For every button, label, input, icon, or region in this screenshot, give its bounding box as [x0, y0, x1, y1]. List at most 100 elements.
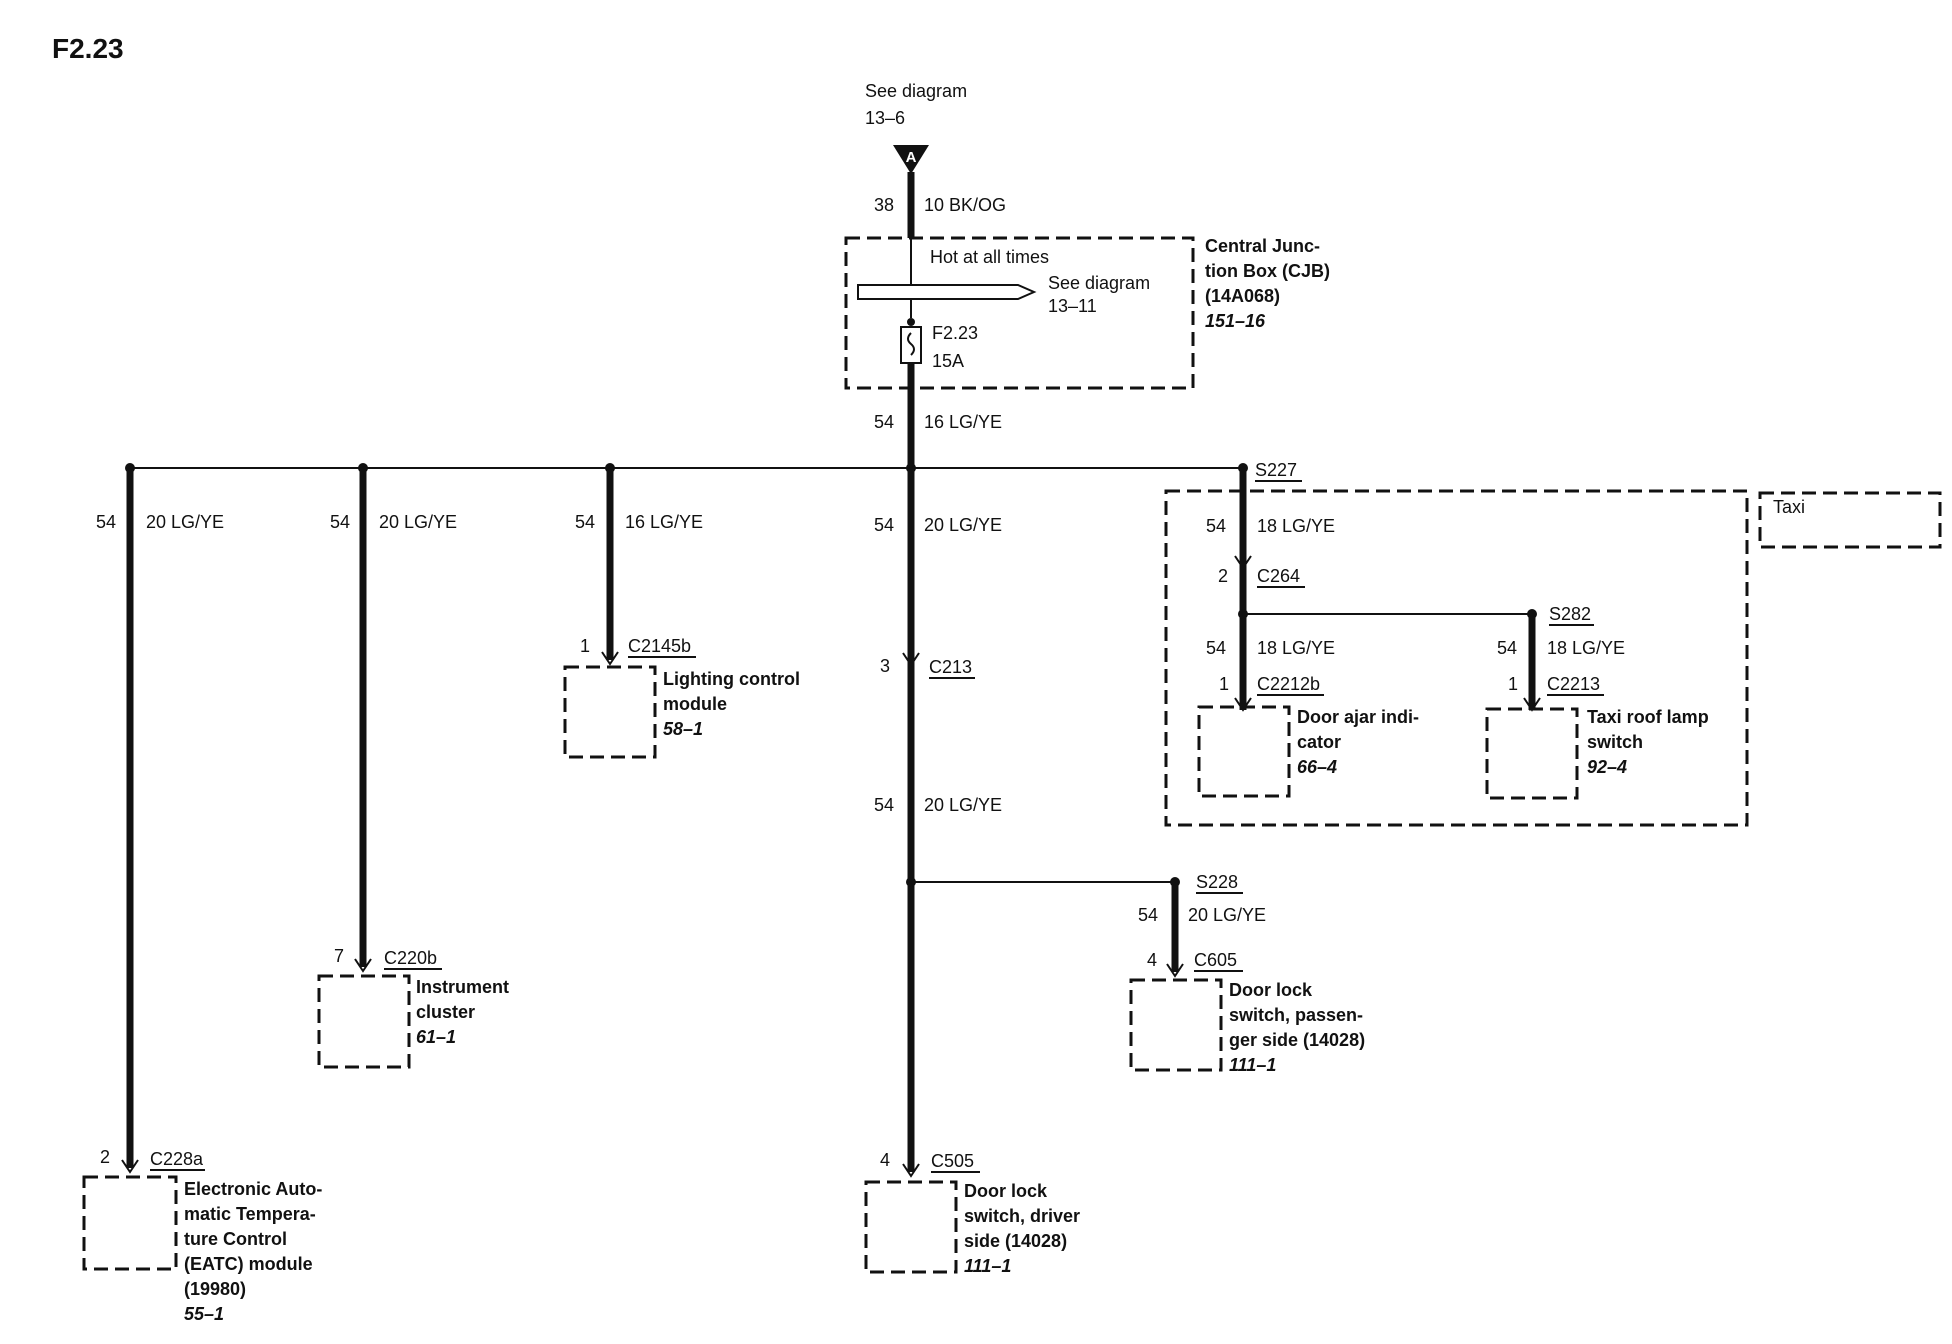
fuse-name: F2.23: [932, 323, 978, 343]
lighting-pin-arrow-icon: [601, 651, 619, 666]
passenger-lock-ref: 111–1: [1229, 1055, 1276, 1075]
roof-pin: 1: [1508, 674, 1518, 694]
main-wire-color: 16 LG/YE: [924, 412, 1002, 432]
roof-connector: C2213: [1547, 674, 1600, 694]
c213-connector: C213: [929, 657, 972, 677]
taxi-legend-box: [1758, 491, 1942, 549]
ajar-name-1: Door ajar indi-: [1297, 707, 1419, 727]
source-see-diagram: See diagram: [865, 81, 967, 101]
driver-lock-name-1: Door lock: [964, 1181, 1048, 1201]
eatc-wire-color: 20 LG/YE: [146, 512, 224, 532]
passenger-door-lock-box: [1129, 978, 1223, 1072]
passenger-lock-name-1: Door lock: [1229, 980, 1313, 1000]
cluster-component-box: [317, 974, 411, 1069]
s227-label: S227: [1255, 460, 1297, 480]
cjb-see-ref: 13–11: [1048, 296, 1097, 316]
roof-name-1: Taxi roof lamp: [1587, 707, 1709, 727]
ajar-connector: C2212b: [1257, 674, 1320, 694]
fuse-element-icon: [907, 332, 915, 356]
diagram-title: F2.23: [52, 33, 124, 64]
feed-circuit: 38: [874, 195, 894, 215]
driver-lock-name-2: switch, driver: [964, 1206, 1080, 1226]
c213-pin: 3: [880, 656, 890, 676]
eatc-pin-arrow-icon: [121, 1159, 139, 1174]
eatc-circuit: 54: [96, 512, 116, 532]
door-ajar-box: [1197, 705, 1291, 798]
cluster-name-1: Instrument: [416, 977, 509, 997]
eatc-pin: 2: [100, 1147, 110, 1167]
cjb-part: (14A068): [1205, 286, 1280, 306]
ajar-name-2: cator: [1297, 732, 1341, 752]
cluster-connector: C220b: [384, 948, 437, 968]
driver-lock-ref: 111–1: [964, 1256, 1011, 1276]
source-connector-icon: [893, 145, 929, 174]
ajar-ref: 66–4: [1297, 757, 1337, 777]
c264-connector: C264: [1257, 566, 1300, 586]
passenger-pin-arrow-icon: [1166, 963, 1184, 978]
taxi-option-box: [1164, 489, 1749, 827]
taxi-legend-label: Taxi: [1773, 497, 1805, 517]
feed-wire-color: 10 BK/OG: [924, 195, 1006, 215]
eatc-connector: C228a: [150, 1149, 204, 1169]
cjb-box: [844, 236, 1195, 390]
driver-lock-name-3: side (14028): [964, 1231, 1067, 1251]
center-connector: C505: [931, 1151, 974, 1171]
c213-arrow-icon: [902, 652, 920, 667]
ajar-wire-color: 18 LG/YE: [1257, 638, 1335, 658]
center-circuit-upper: 54: [874, 515, 894, 535]
passenger-connector: C605: [1194, 950, 1237, 970]
cluster-pin: 7: [334, 946, 344, 966]
cjb-arrow-icon: [857, 284, 1037, 300]
cjb-name-1: Central Junc-: [1205, 236, 1320, 256]
cjb-hot-label: Hot at all times: [930, 247, 1049, 267]
passenger-wire-color: 20 LG/YE: [1188, 905, 1266, 925]
cluster-circuit: 54: [330, 512, 350, 532]
eatc-ref: 55–1: [184, 1304, 224, 1324]
passenger-lock-name-2: switch, passen-: [1229, 1005, 1363, 1025]
roof-name-2: switch: [1587, 732, 1643, 752]
fuse-top-dot: [907, 318, 915, 326]
cluster-ref: 61–1: [416, 1027, 456, 1047]
eatc-name-2: matic Tempera-: [184, 1204, 316, 1224]
cluster-pin-arrow-icon: [354, 958, 372, 973]
roof-ref: 92–4: [1587, 757, 1627, 777]
taxi-circuit: 54: [1206, 516, 1226, 536]
source-connector-letter: A: [906, 149, 917, 166]
eatc-name-3: ture Control: [184, 1229, 287, 1249]
eatc-component-box: [82, 1175, 178, 1271]
main-circuit: 54: [874, 412, 894, 432]
ajar-circuit: 54: [1206, 638, 1226, 658]
taxi-wire-color: 18 LG/YE: [1257, 516, 1335, 536]
cluster-wire-color: 20 LG/YE: [379, 512, 457, 532]
c264-pin: 2: [1218, 566, 1228, 586]
cjb-name-2: tion Box (CJB): [1205, 261, 1330, 281]
c264-arrow-icon: [1234, 555, 1252, 570]
ajar-pin: 1: [1219, 674, 1229, 694]
center-pin: 4: [880, 1150, 890, 1170]
lighting-name-2: module: [663, 694, 727, 714]
center-wire-upper: 20 LG/YE: [924, 515, 1002, 535]
cjb-see-diagram: See diagram: [1048, 273, 1150, 293]
lighting-pin: 1: [580, 636, 590, 656]
taxi-roof-switch-box: [1485, 707, 1579, 800]
lighting-ref: 58–1: [663, 719, 703, 739]
eatc-name-4: (EATC) module: [184, 1254, 313, 1274]
ajar-pin-arrow-icon: [1234, 697, 1252, 712]
s228-label: S228: [1196, 872, 1238, 892]
lighting-component-box: [563, 665, 657, 759]
eatc-name-1: Electronic Auto-: [184, 1179, 322, 1199]
s282-label: S282: [1549, 604, 1591, 624]
passenger-circuit: 54: [1138, 905, 1158, 925]
cjb-ref: 151–16: [1205, 311, 1266, 331]
eatc-name-5: (19980): [184, 1279, 246, 1299]
source-ref: 13–6: [865, 108, 905, 128]
passenger-pin: 4: [1147, 950, 1157, 970]
center-wire-lower: 20 LG/YE: [924, 795, 1002, 815]
lighting-wire-color: 16 LG/YE: [625, 512, 703, 532]
lighting-circuit: 54: [575, 512, 595, 532]
driver-door-lock-box: [864, 1180, 958, 1274]
passenger-lock-name-3: ger side (14028): [1229, 1030, 1365, 1050]
lighting-name-1: Lighting control: [663, 669, 800, 689]
center-pin-arrow-icon: [902, 1163, 920, 1178]
